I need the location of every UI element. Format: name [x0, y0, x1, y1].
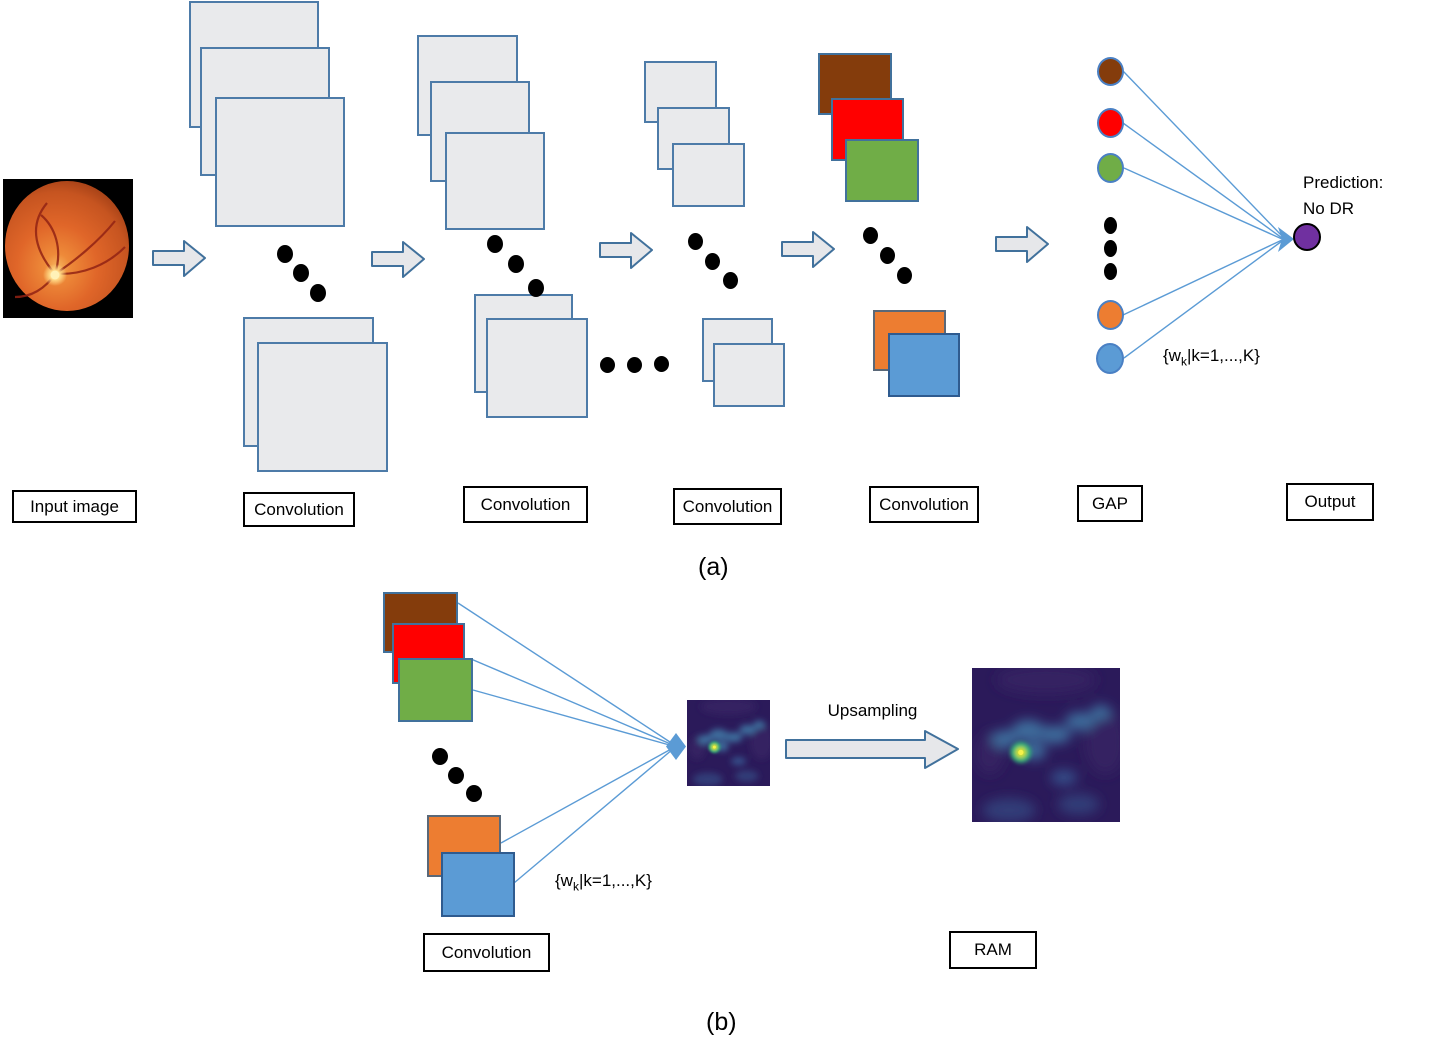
caption-a: (a) [698, 553, 729, 581]
ellipsis-dot-icon [466, 785, 482, 802]
gap-node-brown [1097, 57, 1124, 86]
ellipsis-dot-icon [688, 233, 703, 250]
convolution-label-2: Convolution [463, 486, 588, 523]
input-image-label-text: Input image [30, 496, 119, 516]
ellipsis-dot-icon [487, 235, 503, 253]
weights-subscript: k [1180, 354, 1187, 369]
fundus-input-image [3, 179, 133, 318]
ellipsis-dot-icon [448, 767, 464, 784]
ellipsis-dot-icon [1104, 263, 1117, 280]
gap-label-text: GAP [1092, 493, 1128, 513]
ellipsis-dot-icon [723, 272, 738, 289]
weighted-sum-diamond-icon [666, 733, 686, 760]
feature-map [257, 342, 388, 472]
upsampling-label: Upsampling [827, 701, 918, 720]
convolution-label-b: Convolution [423, 933, 550, 972]
convolution-label-text: Convolution [441, 942, 532, 962]
convolution-label-text: Convolution [682, 496, 773, 516]
convolution-label-3: Convolution [673, 488, 782, 525]
ram-label: RAM [949, 931, 1037, 969]
ellipsis-dot-icon [654, 356, 669, 372]
ellipsis-dot-icon [863, 227, 878, 244]
ellipsis-dot-icon [528, 279, 544, 297]
ellipsis-dot-icon [627, 357, 642, 373]
gap-node-green [1097, 153, 1124, 183]
ellipsis-dot-icon [1104, 217, 1117, 234]
ram-label-text: RAM [974, 940, 1012, 959]
gap-node-orange [1097, 300, 1124, 330]
feature-map [672, 143, 745, 207]
gap-node-blue [1096, 343, 1124, 374]
weights-label-a: {wk|k=1,...,K} [1163, 346, 1260, 368]
feature-map [445, 132, 545, 230]
upsampling-arrow-icon [785, 730, 959, 769]
convolution-label-4: Convolution [869, 486, 979, 523]
feature-map [713, 343, 785, 407]
flow-arrow-icon [781, 231, 835, 268]
ellipsis-dot-icon [1104, 240, 1117, 257]
output-node [1293, 223, 1321, 251]
convolution-label-1: Convolution [243, 492, 355, 527]
ellipsis-dot-icon [705, 253, 720, 270]
output-label: Output [1286, 483, 1374, 521]
activation-map-small [687, 700, 770, 786]
feature-map [486, 318, 588, 418]
prediction-text: Prediction: No DR [1303, 170, 1383, 222]
input-image-label: Input image [12, 490, 137, 523]
activation-map-large [972, 668, 1120, 822]
output-label-text: Output [1304, 492, 1356, 511]
weights-label-b: {wk|k=1,...,K} [555, 871, 652, 893]
ellipsis-dot-icon [508, 255, 524, 273]
flow-arrow-icon [599, 232, 653, 269]
weights-subscript: k [572, 879, 579, 894]
weights-suffix: |k=1,...,K} [1186, 346, 1260, 365]
caption-b: (b) [706, 1008, 737, 1036]
weights-prefix: {w [555, 871, 573, 890]
ellipsis-dot-icon [897, 267, 912, 284]
ellipsis-dot-icon [310, 284, 326, 302]
flow-arrow-icon [995, 226, 1049, 263]
flow-arrow-icon [152, 240, 206, 277]
weights-suffix: |k=1,...,K} [578, 871, 652, 890]
ellipsis-dot-icon [880, 247, 895, 264]
feature-map-blue [888, 333, 960, 397]
prediction-line1: Prediction: [1303, 173, 1384, 192]
convolution-label-text: Convolution [879, 494, 969, 514]
feature-map [215, 97, 345, 227]
convolution-label-text: Convolution [254, 499, 344, 519]
prediction-line2: No DR [1303, 199, 1355, 218]
flow-arrow-icon [371, 241, 425, 278]
feature-map-green [398, 658, 473, 722]
gap-label: GAP [1077, 485, 1143, 522]
weights-prefix: {w [1163, 346, 1181, 365]
convergence-arrowhead-icon [1278, 227, 1294, 252]
gap-node-red [1097, 108, 1124, 138]
ellipsis-dot-icon [277, 245, 293, 263]
convolution-label-text: Convolution [480, 494, 571, 514]
feature-map-blue [441, 852, 515, 917]
feature-map-green [845, 139, 919, 202]
ellipsis-dot-icon [432, 748, 448, 765]
ellipsis-dot-icon [600, 357, 615, 373]
ellipsis-dot-icon [293, 264, 309, 282]
